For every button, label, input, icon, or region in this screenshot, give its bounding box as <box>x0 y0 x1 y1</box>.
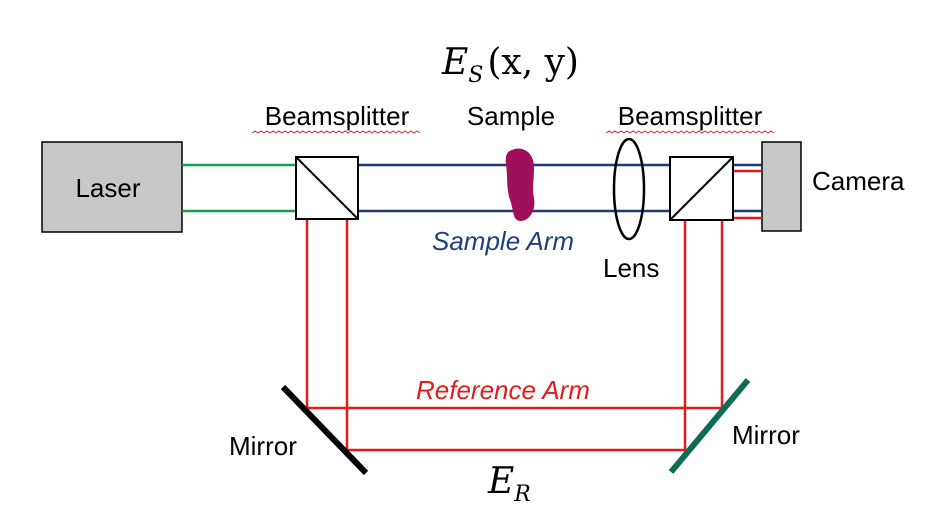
mirror-right-label: Mirror <box>732 420 800 450</box>
spellcheck-squiggle-left <box>251 130 421 134</box>
lens <box>612 137 646 241</box>
reference-beam-inner <box>345 219 687 452</box>
camera-label: Camera <box>812 166 905 196</box>
reference-arm-label: Reference Arm <box>416 375 590 405</box>
mirror-right <box>668 378 751 474</box>
sample-specimen <box>505 148 535 221</box>
beamsplitter-left <box>295 156 359 220</box>
beamsplitter-left-label: Beamsplitter <box>265 101 410 131</box>
sample-label: Sample <box>467 101 555 131</box>
reference-field-label: ER <box>487 461 531 507</box>
laser-label: Laser <box>75 173 140 203</box>
mirror-left-label: Mirror <box>229 431 297 461</box>
lens-label: Lens <box>603 253 659 283</box>
sample-field-label: ES(x, y) <box>441 42 579 88</box>
spellcheck-squiggle-right <box>605 130 775 134</box>
laser-box <box>41 141 183 233</box>
beamsplitter-right-label: Beamsplitter <box>618 101 763 131</box>
mirror-left <box>280 384 369 476</box>
camera-box <box>761 141 802 232</box>
laser-beams <box>182 163 296 213</box>
beamsplitter-right <box>669 156 734 221</box>
sample-arm-label: Sample Arm <box>432 226 574 256</box>
